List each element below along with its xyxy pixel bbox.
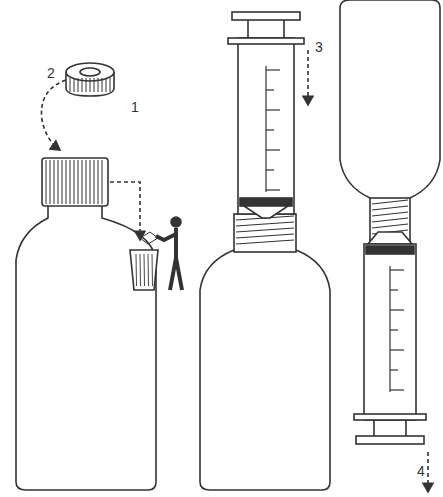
stroke [82, 78, 83, 92]
stroke [70, 160, 71, 204]
callout-number: 3 [314, 40, 324, 54]
stroke [144, 254, 146, 286]
stroke [265, 66, 266, 192]
stroke [372, 200, 408, 204]
stroke [372, 212, 408, 216]
stroke [98, 160, 99, 204]
stroke [78, 78, 79, 92]
stroke [266, 169, 274, 170]
stroke [372, 224, 408, 228]
stroke [152, 254, 154, 286]
stroke [90, 160, 91, 204]
stroke [74, 160, 75, 204]
stroke [102, 78, 103, 92]
stroke [390, 369, 398, 370]
callout-number: 4 [416, 464, 426, 478]
stroke [78, 160, 79, 204]
stroke [266, 109, 280, 110]
stroke [58, 160, 59, 204]
stroke [390, 389, 404, 390]
callout-number: 1 [130, 100, 140, 114]
stroke [54, 160, 55, 204]
stroke [266, 149, 280, 150]
stroke [236, 222, 294, 226]
stroke [372, 206, 408, 210]
stroke [110, 78, 111, 92]
stroke [236, 234, 294, 238]
stroke [372, 218, 408, 222]
stroke [74, 78, 75, 92]
stroke [86, 160, 87, 204]
stroke [390, 329, 398, 330]
stroke [136, 254, 138, 286]
stroke [390, 349, 404, 350]
stroke [98, 78, 99, 92]
stroke [266, 189, 280, 190]
stroke [106, 78, 107, 92]
stroke [62, 160, 63, 204]
stroke [46, 160, 47, 204]
stroke [236, 228, 294, 232]
stroke [86, 78, 87, 92]
stroke [390, 289, 398, 290]
stroke [90, 78, 91, 92]
stroke [94, 78, 95, 92]
stroke [66, 160, 67, 204]
stroke [50, 160, 51, 204]
stroke [266, 69, 280, 70]
stroke [390, 269, 404, 270]
stroke [94, 160, 95, 204]
stroke [266, 129, 274, 130]
stroke [102, 160, 103, 204]
stroke [389, 266, 390, 392]
callout-number: 2 [46, 66, 56, 80]
stroke [148, 254, 150, 286]
stroke [82, 160, 83, 204]
stroke [390, 309, 404, 310]
stroke [70, 78, 71, 92]
stroke [236, 240, 294, 244]
stroke [140, 254, 142, 286]
stroke [266, 89, 274, 90]
